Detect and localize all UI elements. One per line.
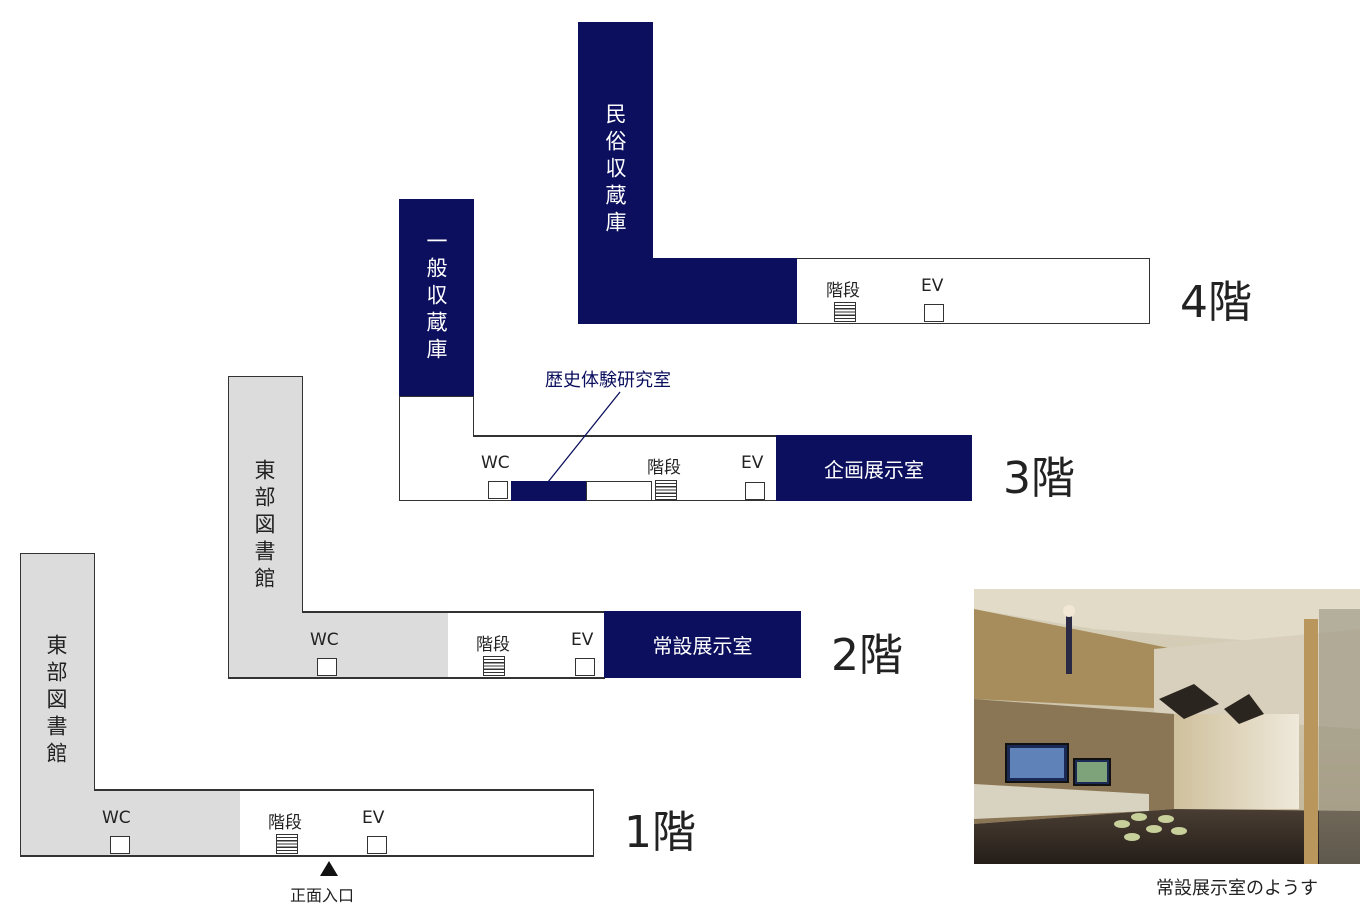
f2-library-label: 東部図書館: [252, 459, 276, 594]
f4-ev-icon: [924, 304, 944, 322]
f1-wc-icon: [110, 836, 130, 854]
f2-library-base: [229, 612, 449, 677]
f3-room-between: [586, 481, 652, 501]
f1-ev-icon: [367, 836, 387, 854]
f1-wc-label: WC: [102, 808, 131, 828]
f1-entrance-label: 正面入口: [290, 886, 355, 905]
f1-library-base: [21, 790, 241, 855]
f3-stairs-label: 階段: [647, 458, 681, 478]
f3-stairs-icon: [655, 480, 677, 500]
f1-rightline: [592, 789, 594, 856]
f3-research-room: [511, 481, 587, 501]
f2-ev-label: EV: [571, 630, 594, 650]
exhibit-room-photo-illustration: [974, 589, 1360, 864]
f3-exhibit-room-label: 企画展示室: [824, 457, 924, 482]
f1-stairs-icon: [276, 834, 298, 854]
exhibit-room-photo: [974, 589, 1360, 864]
f3-wc-icon: [488, 481, 508, 499]
f2-base-bottomline: [228, 677, 605, 679]
f2-exhibit-room-label: 常設展示室: [652, 634, 753, 658]
f3-ev-label: EV: [741, 453, 764, 473]
f3-storage-label: 一般収蔵庫: [424, 230, 448, 365]
f1-ev-label: EV: [362, 808, 385, 828]
f1-base-topline: [94, 789, 594, 791]
f2-wc-label: WC: [310, 630, 339, 650]
f4-storage-base: [578, 258, 798, 324]
photo-caption: 常設展示室のようす: [1156, 878, 1318, 899]
f4-ev-label: EV: [921, 276, 944, 296]
f1-corridor: [240, 790, 593, 855]
f3-exhibit-room: [776, 435, 972, 501]
f3-tower-rightline: [472, 396, 474, 436]
f1-stairs-label: 階段: [268, 813, 302, 833]
f3-storage-tower: [399, 199, 474, 397]
f3-corridor-topline: [473, 435, 777, 437]
f2-exhibit-room: [604, 611, 801, 678]
f3-research-room-callout: 歴史体験研究室: [545, 370, 671, 391]
entrance-arrow-icon: [320, 861, 338, 876]
f2-base-topline: [302, 611, 605, 613]
f4-stairs-icon: [834, 302, 856, 322]
f3-ev-icon: [745, 482, 765, 500]
f2-stairs-label: 階段: [476, 635, 510, 655]
f1-base-bottomline: [20, 855, 594, 857]
f3-floor-label: 3階: [1003, 453, 1075, 504]
f4-stairs-label: 階段: [826, 281, 860, 301]
f1-library-label: 東部図書館: [44, 634, 68, 769]
f2-ev-icon: [575, 658, 595, 676]
f1-floor-label: 1階: [624, 807, 696, 858]
f4-floor-label: 4階: [1180, 277, 1252, 328]
f2-floor-label: 2階: [831, 630, 903, 681]
f2-stairs-icon: [483, 656, 505, 676]
f3-callout-leader-line: [547, 391, 621, 483]
f2-wc-icon: [317, 658, 337, 676]
f3-wc-label: WC: [481, 453, 510, 473]
f4-storage-label: 民俗収蔵庫: [603, 103, 627, 238]
